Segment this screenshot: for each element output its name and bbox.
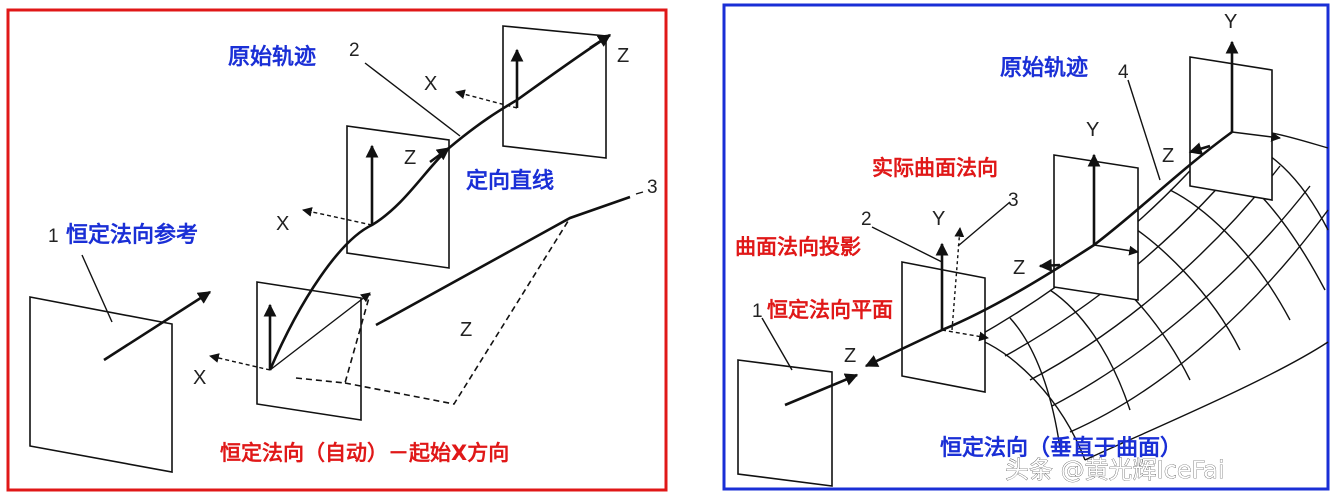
number-2: 2 [349,40,360,61]
axis-x-top: X [424,73,437,95]
right-panel: 原始轨迹 4 实际曲面法向 曲面法向投影 2 3 1 恒定法向平面 Y Z Y … [722,3,1330,491]
right-original-path-curve [941,130,1233,332]
right-axis-y-low: Y [932,208,945,230]
right-axis-y-mid: Y [1086,119,1099,141]
right-axis-z-low: Z [844,345,856,367]
axis-x-mid: X [276,213,289,235]
right-number-4: 4 [1118,62,1129,83]
constant-normal-reference-plane [29,254,212,473]
lower-frame [209,281,371,421]
surface-mesh [974,128,1329,461]
leader-line-4 [1127,79,1161,181]
middle-frame [302,125,450,269]
label-surface-normal-projection: 曲面法向投影 [735,235,861,259]
right-lower-frame [871,201,1011,393]
label-directed-line: 定向直线 [466,168,554,194]
label-original-path: 原始轨迹 [228,44,316,70]
leader-line-1 [81,254,113,323]
right-axis-z-mid: Z [1013,257,1025,279]
axis-x-low: X [193,367,206,389]
number-1: 1 [48,226,59,247]
leader-line-1-right [761,317,793,371]
right-axis-z-top: Z [1162,145,1174,167]
axis-z-mid: Z [404,147,416,169]
right-number-2: 2 [861,209,872,230]
right-number-3: 3 [1008,190,1019,211]
reference-normal-arrow [103,290,212,362]
axis-z-top: Z [617,45,629,67]
right-label-original-path: 原始轨迹 [1000,55,1088,81]
label-actual-surface-normal: 实际曲面法向 [872,156,998,180]
dashed-construction-a [295,293,371,384]
right-axis-y-top: Y [1224,11,1237,33]
watermark: 头条 @黄光辉IceFai [1005,456,1225,484]
label-constant-normal-reference: 恒定法向参考 [66,222,198,248]
left-panel: 原始轨迹 2 定向直线 1 恒定法向参考 3 X Z Z X X Z 恒定法向（… [6,8,668,492]
right-number-1: 1 [752,301,763,322]
left-caption: 恒定法向（自动）－起始X方向 [220,441,509,465]
leader-line-2 [364,62,461,137]
axis-z-dashed: Z [460,319,472,341]
label-constant-normal-plane: 恒定法向平面 [767,298,893,322]
right-middle-frame [1053,153,1139,301]
right-caption: 恒定法向（垂直于曲面） [940,435,1182,461]
constant-normal-plane [737,317,859,487]
dashed-construction-b [344,217,571,405]
number-3: 3 [647,177,658,198]
